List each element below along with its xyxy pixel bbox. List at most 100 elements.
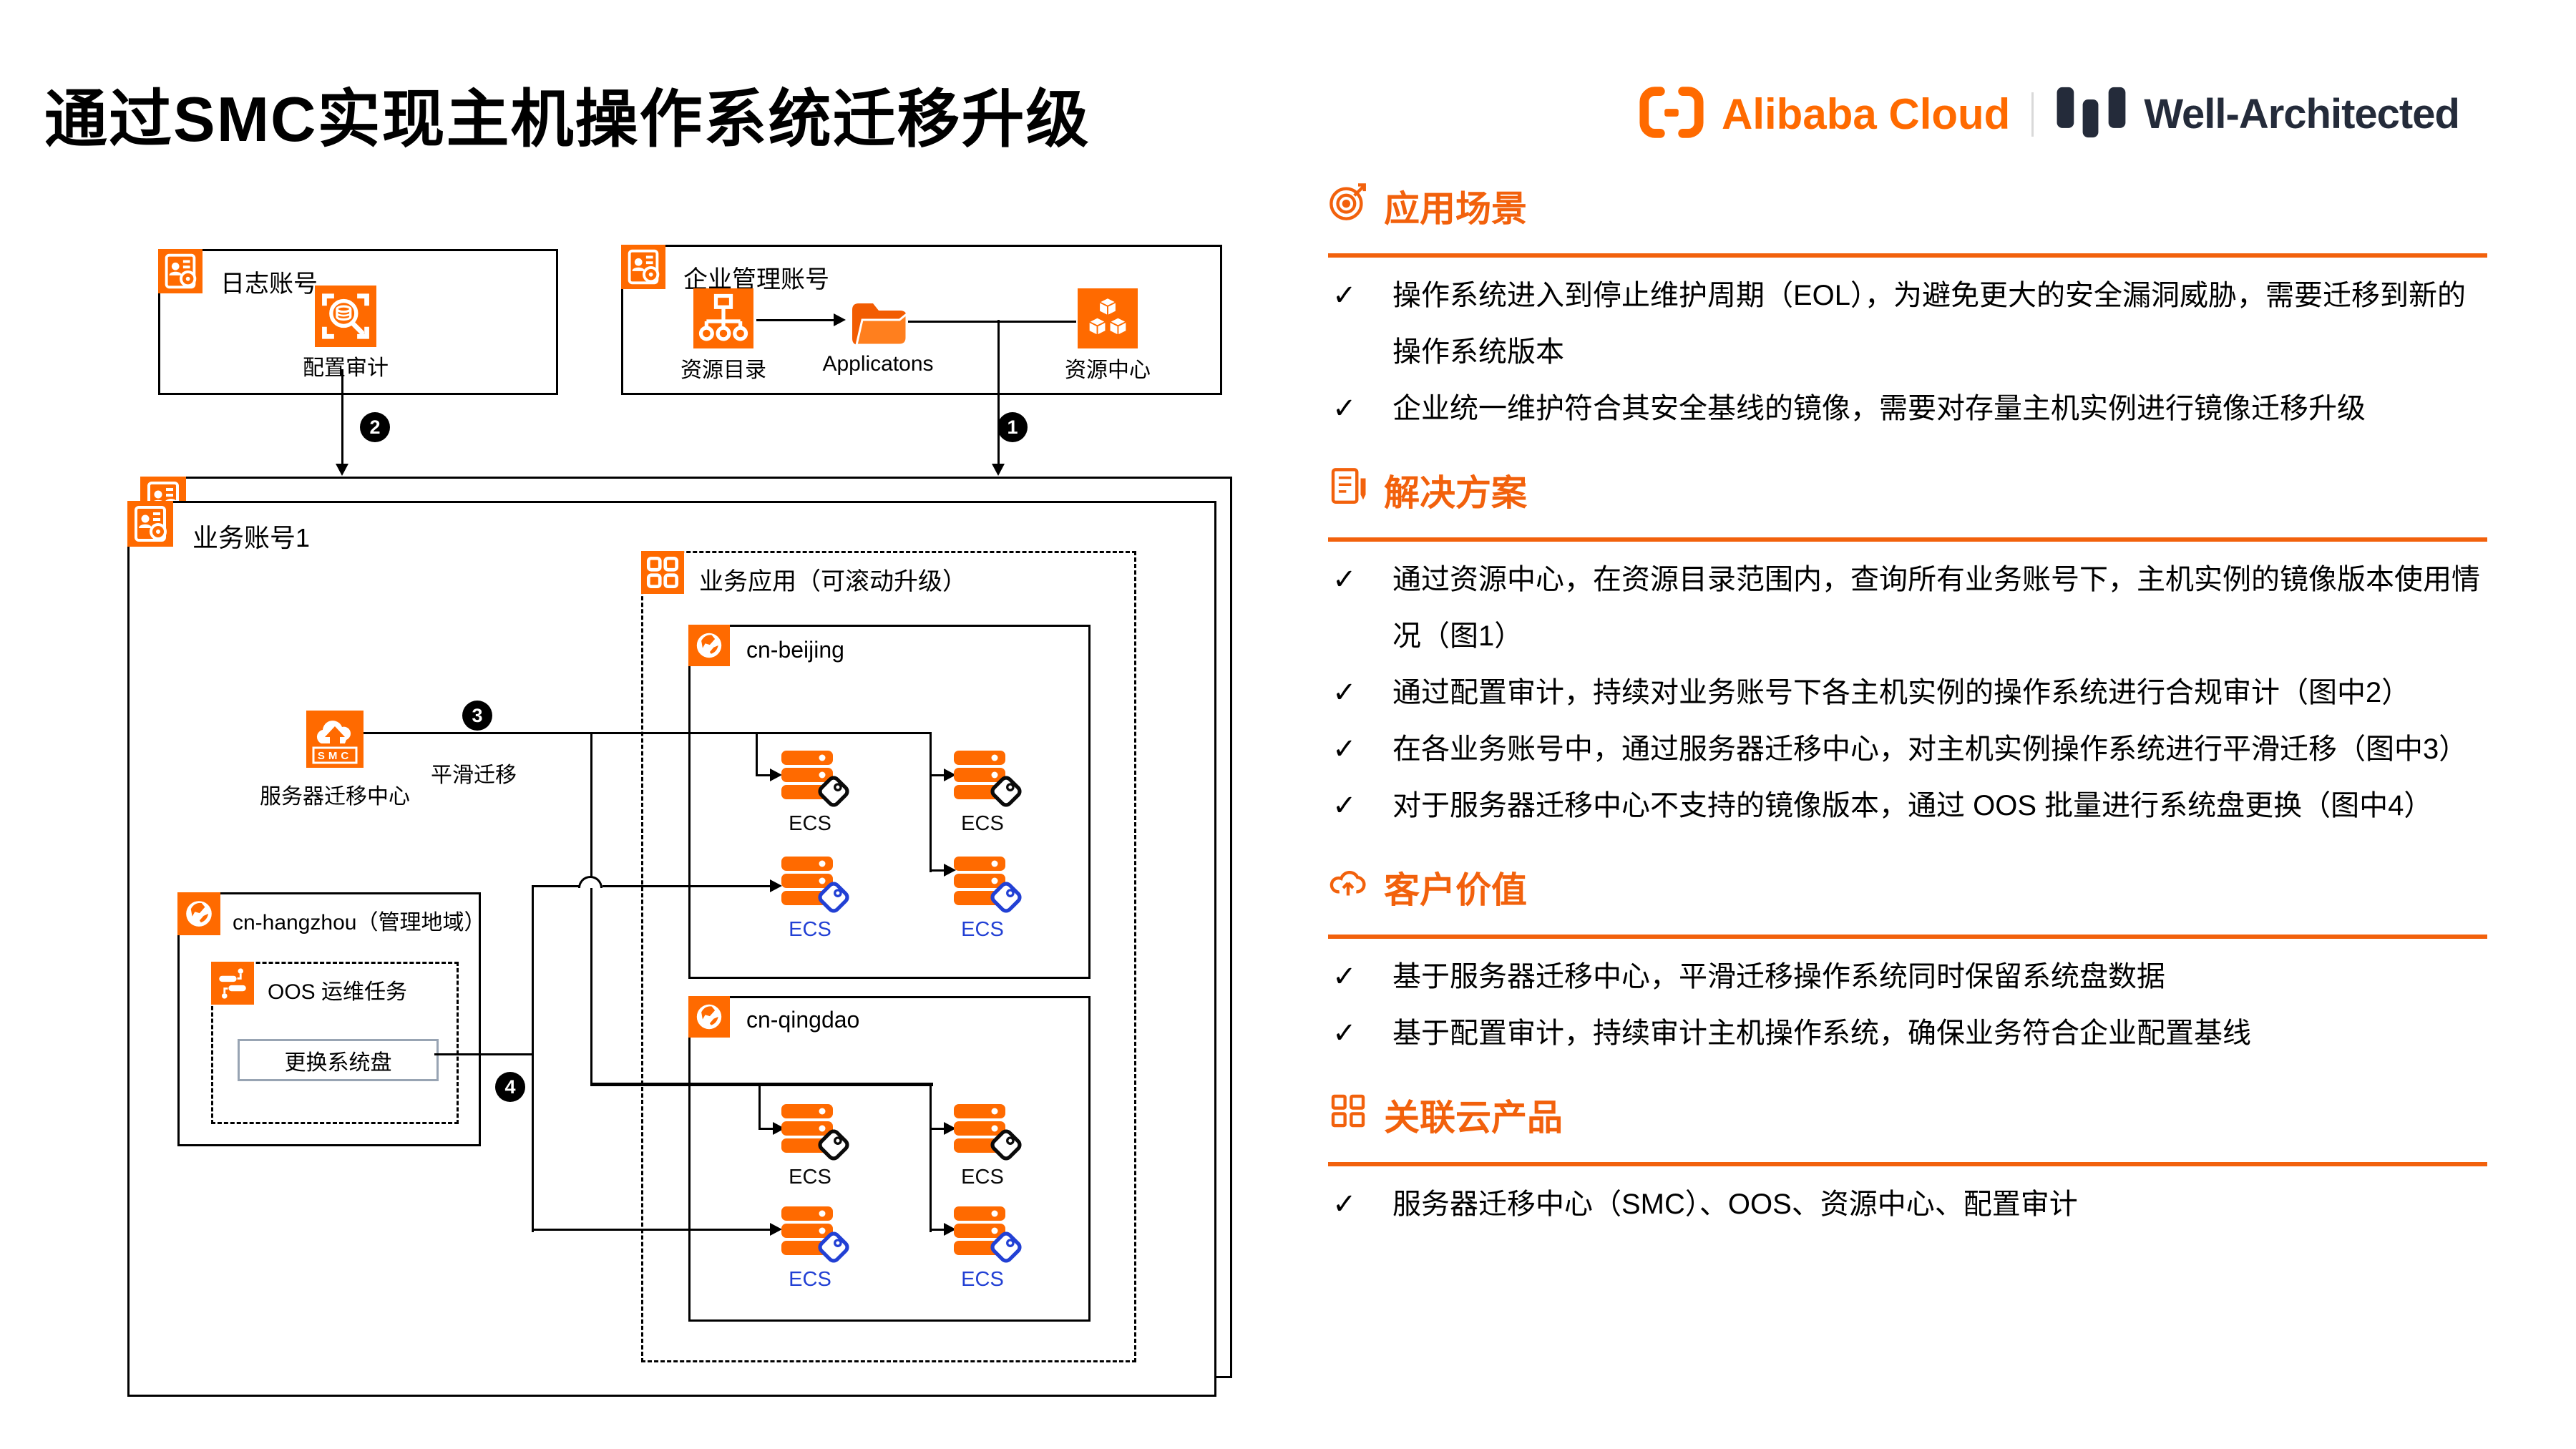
ecs-label: ECS: [789, 1268, 831, 1291]
resource-directory-icon: [692, 288, 755, 352]
page-title: 通过SMC实现主机操作系统迁移升级: [44, 84, 1091, 155]
tag-icon: [985, 769, 1027, 817]
products-grid-icon: [1328, 1091, 1368, 1139]
resource-center-icon: [1076, 288, 1139, 352]
globe-icon: [688, 996, 730, 1041]
check-icon: ✓: [1332, 961, 1357, 992]
alibaba-cloud-wordmark: Alibaba Cloud: [1722, 90, 2011, 138]
smc-icon: SMC: [306, 711, 364, 771]
config-audit-icon: [315, 286, 376, 351]
ecs-label: ECS: [961, 1268, 1004, 1291]
resource-directory-label: 资源目录: [680, 358, 766, 382]
arrow-right-icon: [944, 1223, 956, 1236]
check-icon: ✓: [1332, 1018, 1357, 1049]
ecs-node: ECS: [952, 1206, 1067, 1294]
region-hangzhou-box: cn-hangzhou（管理地域） OOS 运维任务 更换系统盘: [177, 892, 485, 1146]
oos-task-label: OOS 运维任务: [268, 980, 408, 1004]
bullet-item: ✓企业统一维护符合其安全基线的镜像，需要对存量主机实例进行镜像迁移升级: [1328, 381, 2487, 437]
bullet-item: ✓基于服务器迁移中心，平滑迁移操作系统同时保留系统盘数据: [1328, 949, 2487, 1005]
ecs-node: ECS: [780, 857, 894, 944]
ecs-label: ECS: [789, 918, 831, 941]
well-architected-icon: [2055, 86, 2127, 142]
ecs-node: ECS: [780, 751, 894, 838]
check-icon: ✓: [1332, 280, 1357, 311]
section-divider: [1328, 253, 2487, 258]
step1-connector: [997, 320, 1000, 467]
tag-icon: [813, 875, 854, 923]
biz-account-label: 业务账号1: [192, 523, 311, 552]
bullet-item: ✓对于服务器迁移中心不支持的镜像版本，通过 OOS 批量进行系统盘更换（图中4）: [1328, 778, 2487, 834]
solution-doc-icon: [1328, 466, 1368, 514]
section-title: 关联云产品: [1384, 1098, 1563, 1138]
account-icon: [158, 249, 203, 297]
bullet-item: ✓通过资源中心，在资源目录范围内，查询所有业务账号下，主机实例的镜像版本使用情况…: [1328, 552, 2487, 665]
bullet-item: ✓服务器迁移中心（SMC）、OOS、资源中心、配置审计: [1328, 1176, 2487, 1233]
globe-icon: [177, 892, 220, 939]
account-icon: [127, 501, 173, 550]
globe-icon: [688, 625, 730, 670]
log-account-label: 日志账号: [220, 270, 318, 298]
oos-icon: [211, 962, 254, 1008]
info-panel: 应用场景 ✓操作系统进入到停止维护周期（EOL），为避免更大的安全漏洞威胁，需要…: [1328, 180, 2487, 1233]
ecs-node: ECS: [780, 1206, 894, 1294]
section-value: 客户价值 ✓基于服务器迁移中心，平滑迁移操作系统同时保留系统盘数据 ✓基于配置审…: [1328, 862, 2487, 1062]
region-qingdao-box: cn-qingdao: [688, 996, 1091, 1322]
app-grid-icon: [641, 551, 684, 597]
ecs-node: ECS: [952, 751, 1067, 838]
region-beijing-box: cn-beijing: [688, 625, 1091, 979]
target-icon: [1328, 182, 1368, 230]
ecs-label: ECS: [789, 1166, 831, 1189]
region-hangzhou-label: cn-hangzhou（管理地域）: [233, 911, 486, 935]
bullet-item: ✓通过配置审计，持续对业务账号下各主机实例的操作系统进行合规审计（图中2）: [1328, 665, 2487, 721]
arrow-down-icon: [992, 464, 1005, 476]
ecs-label: ECS: [789, 812, 831, 835]
arrow-right-icon: [944, 864, 956, 877]
tag-icon: [985, 1225, 1027, 1273]
tag-icon: [813, 769, 854, 817]
config-audit-label: 配置审计: [303, 356, 389, 380]
smc-branch-vertical: [590, 732, 592, 1085]
section-title: 应用场景: [1384, 189, 1527, 229]
ecs-label: ECS: [961, 812, 1004, 835]
arrow-right-icon: [944, 1122, 956, 1135]
qingdao-feed-line: [590, 1083, 933, 1086]
oos-branch-vertical: [532, 885, 534, 1232]
section-scenarios: 应用场景 ✓操作系统进入到停止维护周期（EOL），为避免更大的安全漏洞威胁，需要…: [1328, 180, 2487, 437]
replace-disk-box: 更换系统盘: [238, 1039, 439, 1081]
arrow-right-icon: [770, 879, 782, 892]
section-divider: [1328, 537, 2487, 542]
ecs-label: ECS: [961, 918, 1004, 941]
qingdao-right-column-line: [930, 1083, 932, 1232]
well-architected-wordmark: Well-Architected: [2144, 91, 2460, 137]
check-icon: ✓: [1332, 790, 1357, 821]
ecs-node: ECS: [952, 1104, 1067, 1191]
check-icon: ✓: [1332, 564, 1357, 595]
brand-divider: [2031, 92, 2034, 137]
arrow-right-icon: [834, 313, 846, 326]
tag-icon: [813, 1123, 854, 1171]
step-badge-4: 4: [495, 1072, 525, 1102]
bullet-item: ✓在各业务账号中，通过服务器迁移中心，对主机实例操作系统进行平滑迁移（图中3）: [1328, 721, 2487, 778]
bullet-item: ✓基于配置审计，持续审计主机操作系统，确保业务符合企业配置基线: [1328, 1005, 2487, 1062]
ecs-label: ECS: [961, 1166, 1004, 1189]
cloud-up-icon: [1328, 863, 1368, 912]
app-group-label: 业务应用（可滚动升级）: [699, 568, 967, 595]
section-solution: 解决方案 ✓通过资源中心，在资源目录范围内，查询所有业务账号下，主机实例的镜像版…: [1328, 464, 2487, 834]
section-title: 客户价值: [1384, 870, 1527, 910]
alibaba-cloud-icon: [1639, 84, 1704, 144]
step2-connector: [341, 369, 343, 467]
step-badge-1: 1: [997, 412, 1028, 442]
smc-line: [364, 732, 932, 734]
applications-folder-icon: [848, 291, 908, 351]
check-icon: ✓: [1332, 393, 1357, 424]
beijing-right-column-line: [930, 732, 932, 872]
replace-disk-connector: [434, 1053, 534, 1055]
oos-task-box: OOS 运维任务 更换系统盘: [211, 962, 459, 1124]
section-divider: [1328, 935, 2487, 939]
ecs-node: ECS: [780, 1104, 894, 1191]
check-icon: ✓: [1332, 1189, 1357, 1220]
bullet-item: ✓操作系统进入到停止维护周期（EOL），为避免更大的安全漏洞威胁，需要迁移到新的…: [1328, 268, 2487, 381]
section-products: 关联云产品 ✓服务器迁移中心（SMC）、OOS、资源中心、配置审计: [1328, 1089, 2487, 1233]
applications-label: Applicatons: [822, 352, 934, 376]
